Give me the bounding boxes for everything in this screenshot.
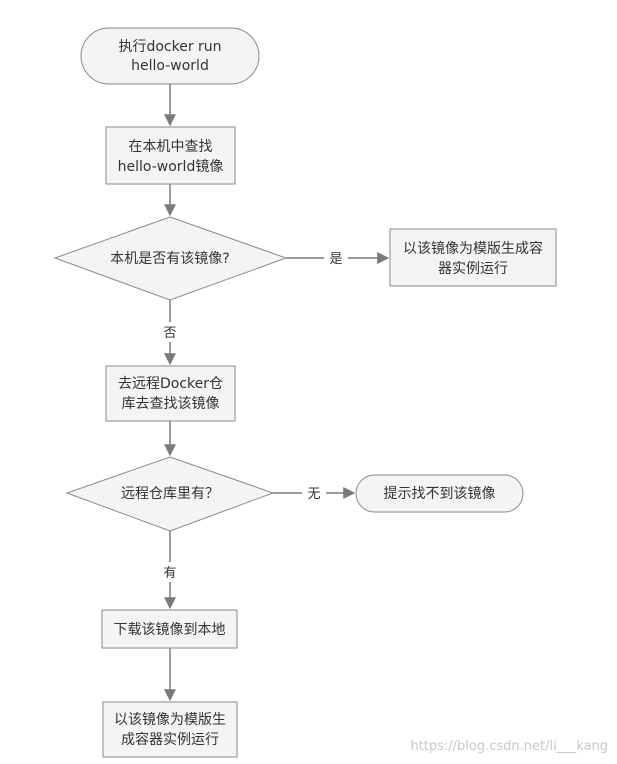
run-remote-line2: 成容器实例运行 (121, 731, 219, 748)
find-remote-process: 去远程Docker仓 库去查找该镜像 (105, 365, 236, 422)
download-text: 下载该镜像到本地 (114, 622, 226, 638)
has-remote-decision: 远程仓库里有？ (65, 456, 275, 532)
find-local-line1: 在本机中查找 (129, 139, 213, 155)
has-local-decision: 本机是否有该镜像? (53, 216, 288, 301)
has-remote-text: 远程仓库里有？ (121, 486, 219, 502)
edge-label-no-remote: 无 (307, 487, 320, 502)
run-local-line2: 器实例运行 (438, 261, 508, 277)
nodes: 执行docker run hello-world 在本机中查找 hello-wo… (53, 27, 557, 758)
watermark-text: https://blog.csdn.net/li___kang (410, 739, 608, 754)
start-line2: hello-world (131, 58, 209, 74)
start-line1: 执行docker run (118, 39, 221, 55)
run-local-line1: 以该镜像为模版生成容 (403, 240, 543, 257)
has-local-text: 本机是否有该镜像? (110, 251, 229, 267)
run-remote-line1: 以该镜像为模版生 (114, 712, 226, 728)
find-remote-line2: 库去查找该镜像 (122, 396, 220, 412)
find-remote-line1: 去远程Docker仓 (118, 376, 223, 392)
edge-label-no-local: 否 (163, 326, 176, 341)
find-local-process: 在本机中查找 hello-world镜像 (105, 126, 236, 185)
run-local-process: 以该镜像为模版生成容 器实例运行 (389, 228, 557, 287)
edge-label-yes-remote: 有 (163, 566, 176, 581)
not-found-terminal: 提示找不到该镜像 (355, 474, 524, 513)
edge-labels: 是 否 无 有 (158, 248, 348, 582)
find-local-line2: hello-world镜像 (118, 159, 224, 175)
download-process: 下载该镜像到本地 (101, 609, 238, 649)
edge-label-yes-local: 是 (329, 252, 342, 267)
start-terminal: 执行docker run hello-world (80, 27, 260, 85)
not-found-text: 提示找不到该镜像 (384, 486, 496, 502)
run-remote-process: 以该镜像为模版生 成容器实例运行 (102, 701, 238, 758)
